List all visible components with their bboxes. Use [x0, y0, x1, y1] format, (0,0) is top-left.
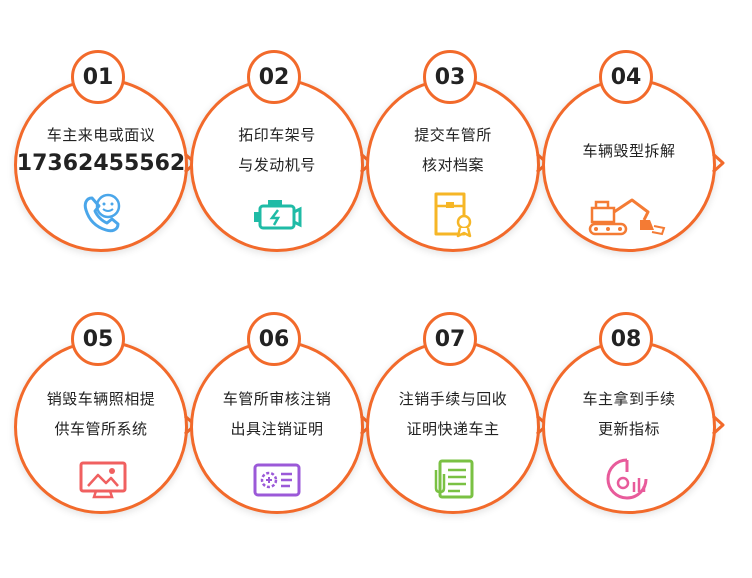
step-04: 04 车辆毁型拆解 — [542, 38, 725, 268]
step-03: 03 提交车管所 核对档案 — [366, 38, 549, 268]
step-label: 出具注销证明 — [230, 420, 324, 438]
step-label: 更新指标 — [597, 420, 660, 438]
step-circle — [542, 340, 716, 514]
engine-icon — [254, 200, 302, 230]
step-label: 与发动机号 — [238, 156, 316, 174]
step-label: 销毁车辆照相提 — [46, 390, 156, 408]
step-label: 车主拿到手续 — [582, 390, 676, 408]
arrow-right-icon — [711, 152, 725, 174]
step-label: 证明快递车主 — [406, 420, 500, 438]
step-06: 06 车管所审核注销 出具注销证明 — [190, 300, 373, 530]
step-label: 供车管所系统 — [54, 420, 148, 438]
step-label: 提交车管所 — [414, 126, 492, 144]
step-number-badge: 08 — [599, 312, 653, 366]
step-label: 拓印车架号 — [238, 126, 316, 144]
phone-smile-icon — [83, 193, 121, 233]
monitor-photo-icon — [79, 461, 127, 499]
step-02: 02 拓印车架号 与发动机号 — [190, 38, 373, 268]
step-circle — [14, 340, 188, 514]
step-number-badge: 05 — [71, 312, 125, 366]
step-01: 01 车主来电或面议 17362455562 — [14, 38, 197, 268]
step-05: 05 销毁车辆照相提 供车管所系统 — [14, 300, 197, 530]
step-08: 08 车主拿到手续 更新指标 — [542, 300, 725, 530]
step-label: 车主来电或面议 — [46, 126, 156, 144]
certificate-card-icon — [253, 463, 301, 497]
phone-number: 17362455562 — [16, 151, 186, 176]
step-number-badge: 06 — [247, 312, 301, 366]
step-number-badge: 02 — [247, 50, 301, 104]
progress-dial-icon — [606, 458, 648, 500]
excavator-icon — [588, 198, 666, 236]
step-number-badge: 01 — [71, 50, 125, 104]
arrow-right-icon — [711, 414, 725, 436]
step-number-badge: 07 — [423, 312, 477, 366]
document-folder-icon — [434, 192, 472, 238]
step-number-badge: 03 — [423, 50, 477, 104]
step-label: 核对档案 — [421, 156, 484, 174]
step-number-badge: 04 — [599, 50, 653, 104]
step-07: 07 注销手续与回收 证明快递车主 — [366, 300, 549, 530]
step-label: 注销手续与回收 — [398, 390, 508, 408]
step-label: 车辆毁型拆解 — [582, 142, 676, 160]
step-circle — [190, 340, 364, 514]
document-clip-icon — [434, 459, 474, 499]
step-label: 车管所审核注销 — [222, 390, 332, 408]
